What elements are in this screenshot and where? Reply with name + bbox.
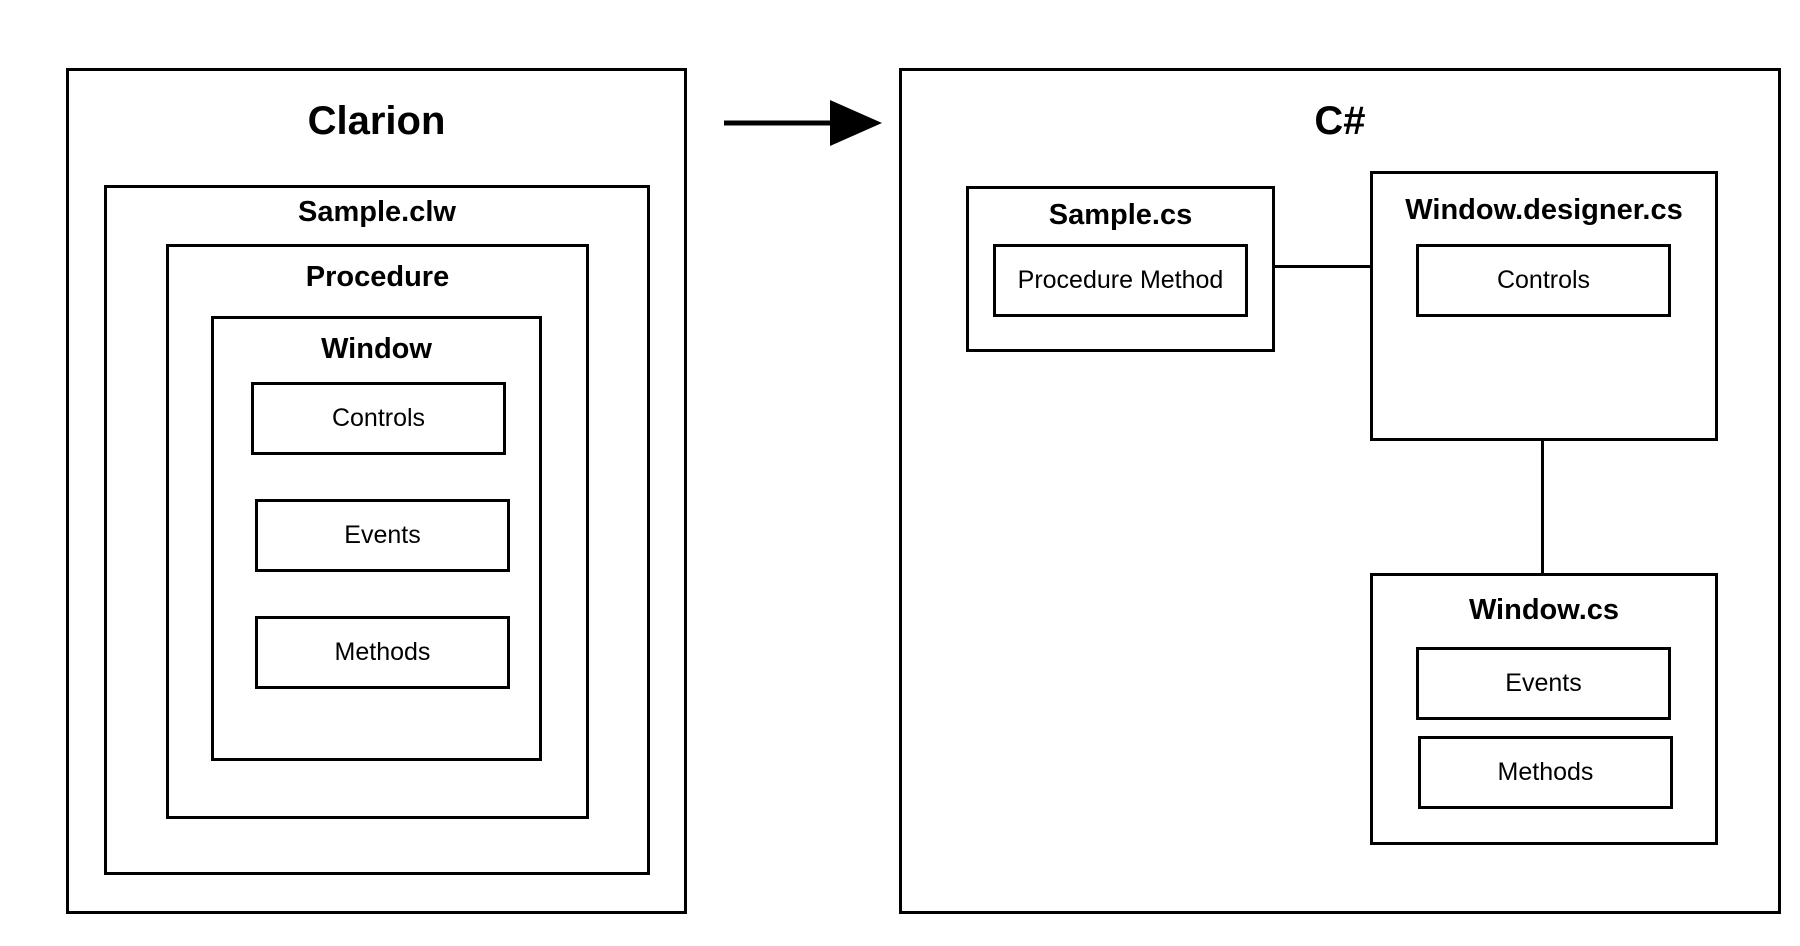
window-title: Window (321, 333, 432, 365)
sample-clw-title: Sample.clw (298, 196, 456, 228)
window-cs-title: Window.cs (1468, 594, 1620, 626)
window-designer-cs-title: Window.designer.cs (1405, 194, 1683, 226)
designer-to-window-connector (1541, 439, 1544, 576)
csharp-controls-box: Controls (1416, 244, 1671, 317)
csharp-title: C# (1314, 99, 1366, 143)
csharp-methods-box: Methods (1418, 736, 1673, 809)
sample-to-designer-connector (1274, 265, 1374, 268)
clarion-methods-box: Methods (255, 616, 510, 689)
clarion-controls-box: Controls (251, 382, 506, 455)
clarion-title: Clarion (307, 99, 446, 143)
conversion-arrow-icon (724, 100, 882, 146)
csharp-events-box: Events (1416, 647, 1671, 720)
clarion-events-box: Events (255, 499, 510, 572)
sample-cs-title: Sample.cs (1048, 199, 1193, 231)
procedure-title: Procedure (305, 261, 450, 293)
procedure-method-box: Procedure Method (993, 244, 1248, 317)
